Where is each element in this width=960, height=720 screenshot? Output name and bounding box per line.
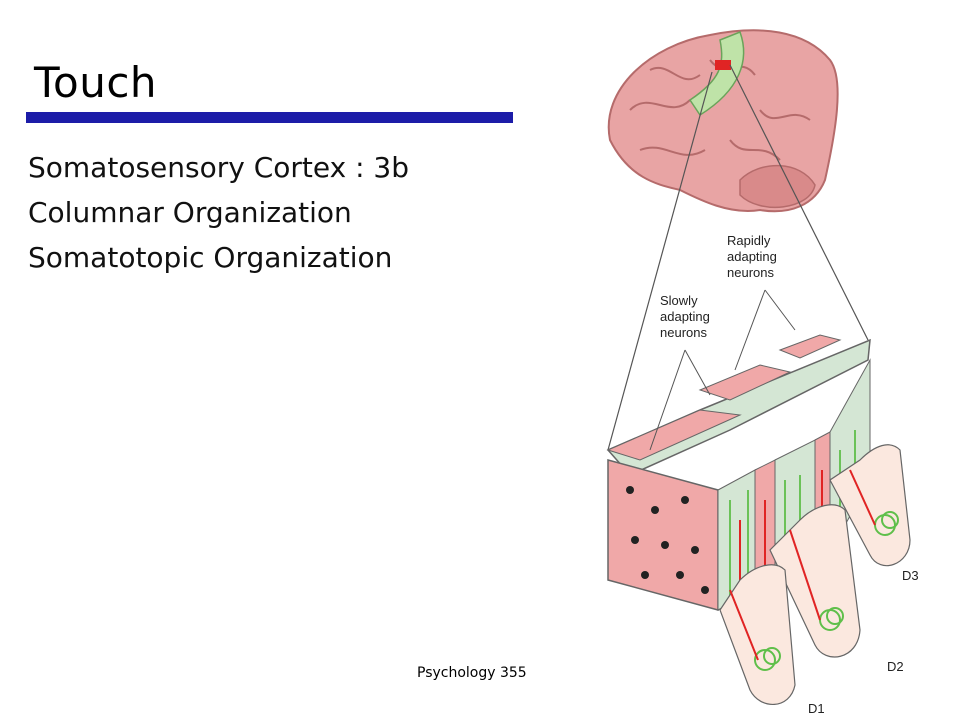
rapid-label-line2: adapting <box>727 249 777 264</box>
rapid-label-line3: neurons <box>727 265 774 280</box>
bullet-item: Somatosensory Cortex : 3b <box>28 151 410 184</box>
bullet-item: Columnar Organization <box>28 196 352 229</box>
brain-illustration <box>607 29 839 213</box>
slow-label-line3: neurons <box>660 325 707 340</box>
fingers <box>719 444 911 705</box>
figure-svg: Rapidly adapting neurons Slowly adapting… <box>606 29 919 716</box>
bullet-list: Somatosensory Cortex : 3b Columnar Organ… <box>28 145 409 280</box>
slow-label-line2: adapting <box>660 309 710 324</box>
rapid-label-line1: Rapidly <box>727 233 771 248</box>
digit-label-d2: D2 <box>887 659 904 674</box>
digit-label-d3: D3 <box>902 568 919 583</box>
bullet-item: Somatotopic Organization <box>28 241 393 274</box>
slide-title: Touch <box>34 58 158 107</box>
projection-lines <box>607 64 869 451</box>
digit-label-d1: D1 <box>808 701 825 716</box>
slow-label-line1: Slowly <box>660 293 698 308</box>
callout-lines <box>649 289 796 451</box>
slide-footer: Psychology 355 <box>417 665 527 681</box>
somatosensory-figure: Rapidly adapting neurons Slowly adapting… <box>590 20 960 720</box>
title-underline <box>26 112 513 123</box>
